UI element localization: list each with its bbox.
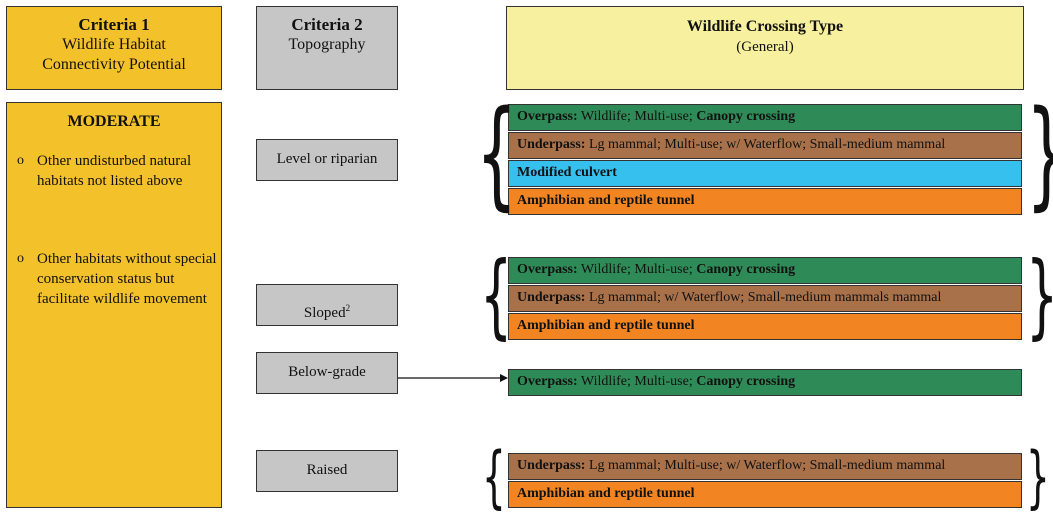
crossing-type-header-subtitle: (General) [736, 39, 794, 55]
footnote-marker: 2 [345, 303, 351, 313]
left-brace-icon: { [480, 242, 513, 349]
crossing-type-emphasis: Canopy crossing [696, 262, 796, 277]
crossing-type-name: Amphibian and reptile tunnel [517, 193, 695, 208]
crossing-type-name: Overpass: [517, 262, 578, 277]
topography-below-grade-label: Below-grade [288, 364, 366, 380]
crossing-bar-sloped: Underpass: Lg mammal; w/ Waterflow; Smal… [508, 285, 1022, 312]
crossing-type-name: Overpass: [517, 374, 578, 389]
crossing-bar-level: Underpass: Lg mammal; Multi-use; w/ Wate… [508, 132, 1022, 159]
moderate-title: MODERATE [67, 113, 161, 130]
crossing-bar-sloped: Overpass: Wildlife; Multi-use; Canopy cr… [508, 257, 1022, 284]
criteria2-header: Criteria 2 Topography [256, 6, 398, 90]
topography-sloped-label: Sloped [303, 305, 346, 321]
right-brace-icon: } [1026, 94, 1053, 212]
crossing-type-name: Overpass: [517, 109, 578, 124]
bullet-mark: o [17, 251, 24, 266]
crossing-type-name: Amphibian and reptile tunnel [517, 486, 695, 501]
crossing-bar-level: Overpass: Wildlife; Multi-use; Canopy cr… [508, 104, 1022, 131]
habitat-bullet-text: Other undisturbed natural habitats not l… [37, 153, 192, 189]
crossing-bar-level: Amphibian and reptile tunnel [508, 188, 1022, 215]
crossing-type-name: Underpass: [517, 137, 586, 152]
crossing-type-emphasis: Canopy crossing [696, 109, 796, 124]
right-brace-icon: } [1026, 250, 1053, 342]
crossing-type-name: Modified culvert [517, 165, 617, 180]
crossing-bar-level: Modified culvert [508, 160, 1022, 187]
criteria1-header: Criteria 1 Wildlife Habitat Connectivity… [6, 6, 222, 90]
criteria1-header-subtitle: Wildlife Habitat Connectivity Potential [42, 36, 186, 73]
topography-level: Level or riparian [256, 139, 398, 181]
crossing-type-header: Wildlife Crossing Type (General) [506, 6, 1024, 90]
topography-level-label: Level or riparian [276, 151, 378, 167]
crossing-bar-below: Overpass: Wildlife; Multi-use; Canopy cr… [508, 369, 1022, 396]
topography-sloped: Sloped2 [256, 284, 398, 326]
habitat-bullet-1: o Other undisturbed natural habitats not… [17, 151, 217, 191]
left-brace-icon: { [482, 438, 506, 517]
criteria1-header-title: Criteria 1 [78, 15, 150, 34]
crossing-type-details: Lg mammal; Multi-use; w/ Waterflow; Smal… [585, 458, 946, 473]
criteria2-header-subtitle: Topography [288, 36, 366, 53]
crossing-type-name: Underpass: [517, 290, 586, 305]
crossing-type-name: Underpass: [517, 458, 586, 473]
crossing-type-details: Lg mammal; Multi-use; w/ Waterflow; Smal… [585, 137, 946, 152]
topography-raised-label: Raised [306, 462, 348, 478]
crossing-type-details: Wildlife; Multi-use; [577, 109, 697, 124]
crossing-type-emphasis: Canopy crossing [696, 374, 796, 389]
habitat-bullet-2: o Other habitats without special conserv… [17, 249, 217, 309]
crossing-bar-raised: Underpass: Lg mammal; Multi-use; w/ Wate… [508, 453, 1022, 480]
crossing-type-header-title: Wildlife Crossing Type [686, 18, 844, 35]
crossing-type-details: Lg mammal; w/ Waterflow; Small-medium ma… [585, 290, 942, 305]
crossing-bar-sloped: Amphibian and reptile tunnel [508, 313, 1022, 340]
habitat-bullet-text: Other habitats without special conservat… [37, 251, 217, 307]
topography-raised: Raised [256, 450, 398, 492]
crossing-bar-raised: Amphibian and reptile tunnel [508, 481, 1022, 508]
left-brace-icon: { [476, 84, 518, 222]
criteria2-header-title: Criteria 2 [291, 15, 363, 34]
crossing-type-details: Wildlife; Multi-use; [577, 374, 697, 389]
bullet-mark: o [17, 153, 24, 168]
topography-below-grade: Below-grade [256, 352, 398, 394]
criteria1-moderate-panel: MODERATE o Other undisturbed natural hab… [6, 102, 222, 508]
crossing-type-name: Amphibian and reptile tunnel [517, 318, 695, 333]
right-brace-icon: } [1026, 438, 1050, 517]
below-grade-arrow [398, 374, 508, 382]
crossing-type-details: Wildlife; Multi-use; [577, 262, 697, 277]
